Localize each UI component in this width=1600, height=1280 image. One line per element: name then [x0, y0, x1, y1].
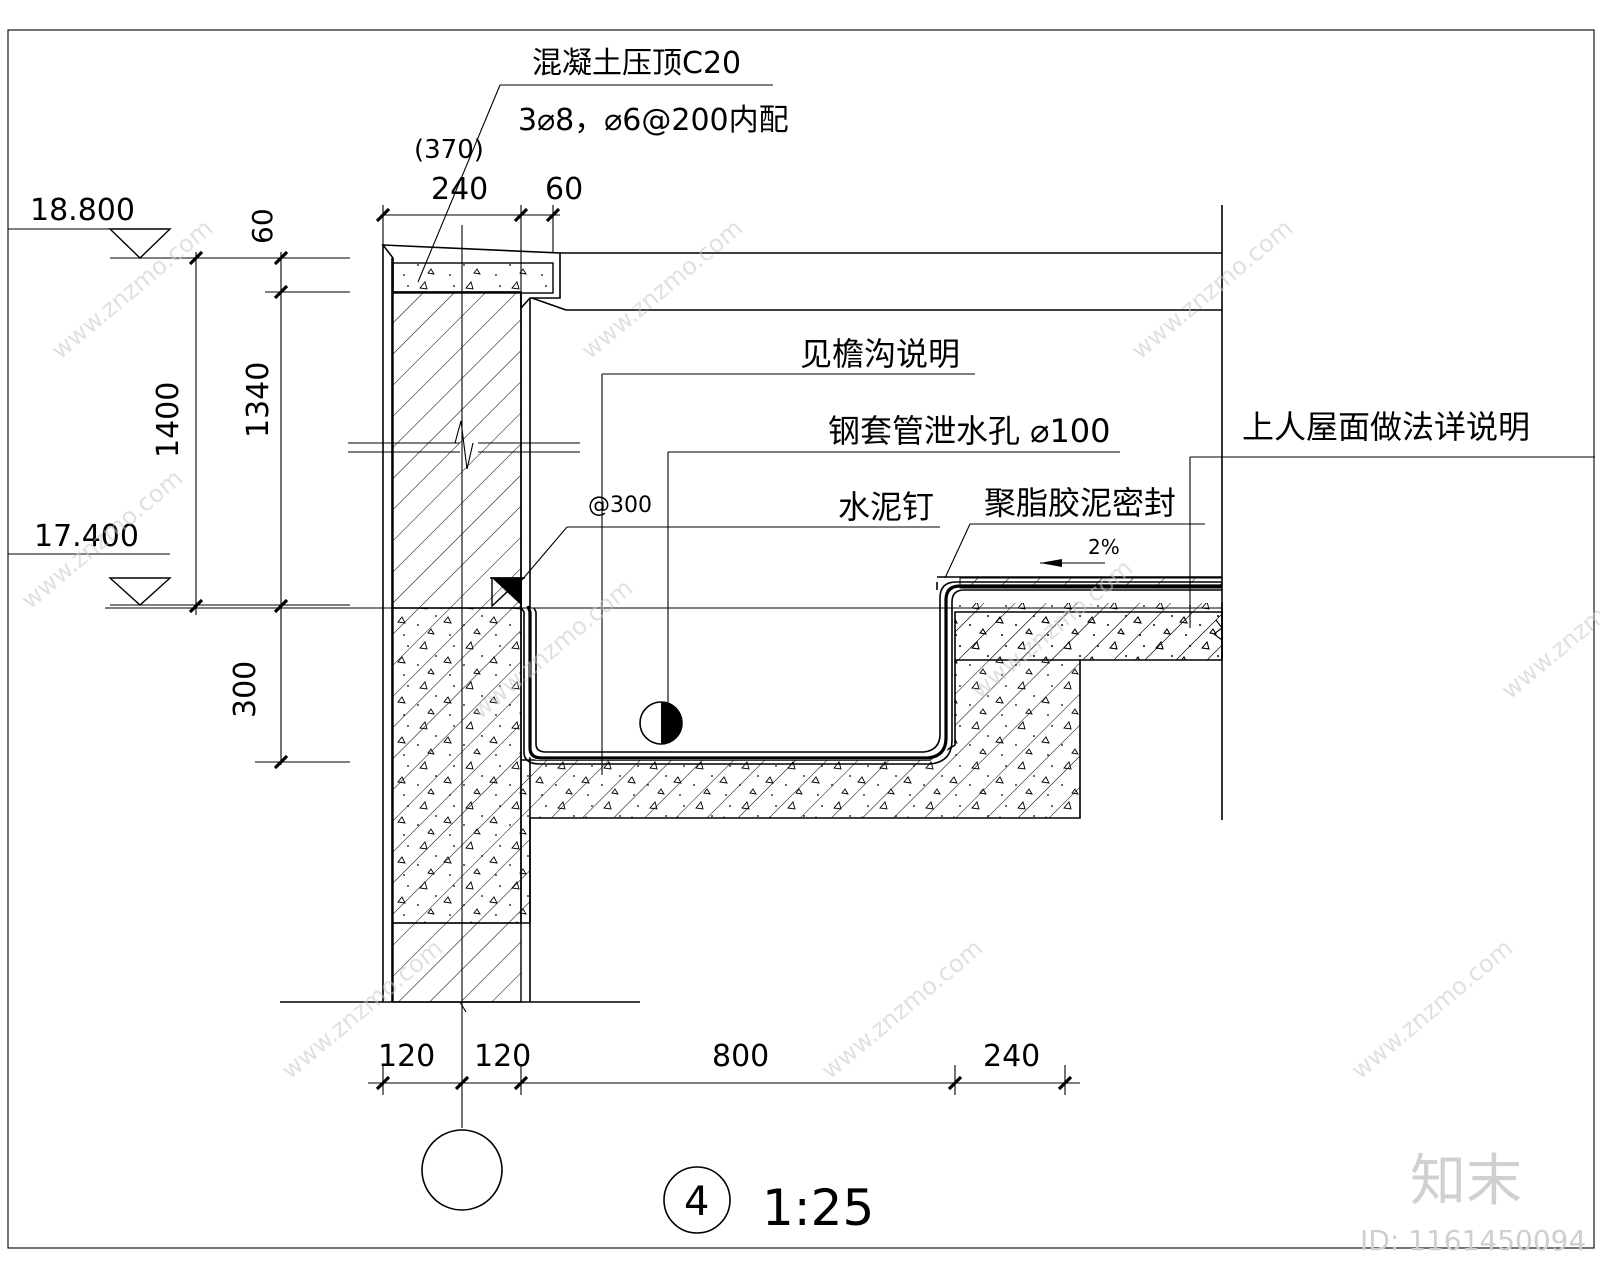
- elevation-marker-bottom: [108, 577, 172, 606]
- svg-text:www.znzmo.com: www.znzmo.com: [576, 214, 748, 365]
- watermark-id: ID: 1161450094: [1360, 1224, 1586, 1257]
- svg-text:www.znzmo.com: www.znzmo.com: [1346, 934, 1518, 1085]
- dim-bottom-120a: 120: [378, 1039, 435, 1074]
- dim-bottom-240: 240: [983, 1039, 1040, 1074]
- waterproof-membrane: [519, 589, 1222, 765]
- label-drain-hole: 钢套管泄水孔 ⌀100: [828, 412, 1111, 450]
- dim-left-60: 60: [246, 208, 279, 244]
- dim-bottom-120b: 120: [474, 1039, 531, 1074]
- dim-left-1340: 1340: [241, 362, 276, 438]
- label-wall-alt: (370): [414, 135, 484, 165]
- drawing-frame: [7, 29, 1595, 1249]
- detail-number-circle: [663, 1166, 731, 1234]
- dim-left-1400: 1400: [151, 382, 186, 458]
- label-sealant: 聚脂胶泥密封: [984, 484, 1176, 522]
- brick-wall-upper: [392, 291, 522, 609]
- label-cement-nail: 水泥钉: [838, 488, 934, 526]
- drain-hole-icon: [639, 701, 683, 745]
- label-slope: 2%: [1088, 535, 1120, 559]
- svg-text:www.znzmo.com: www.znzmo.com: [1126, 214, 1298, 365]
- svg-text:www.znzmo.com: www.znzmo.com: [1496, 554, 1600, 705]
- label-gutter-note: 见檐沟说明: [800, 335, 960, 373]
- label-rebar: 3⌀8，⌀6@200内配: [518, 103, 789, 138]
- dim-top-60: 60: [545, 172, 583, 207]
- elevation-top: 18.800: [30, 193, 135, 228]
- detail-number: 4: [684, 1179, 709, 1225]
- roof-finish-layer: [959, 577, 1223, 589]
- watermark-logo: 知末: [1410, 1149, 1522, 1214]
- dim-left-300: 300: [228, 661, 263, 718]
- label-nail-spacing: @300: [588, 493, 652, 518]
- svg-text:www.znzmo.com: www.znzmo.com: [46, 214, 218, 365]
- elevation-marker-top: [108, 228, 172, 259]
- label-roof-note: 上人屋面做法详说明: [1242, 408, 1530, 446]
- elevation-bottom: 17.400: [34, 519, 139, 554]
- dim-top-240: 240: [431, 172, 488, 207]
- detail-scale: 1:25: [762, 1179, 874, 1237]
- dim-bottom-800: 800: [712, 1039, 769, 1074]
- svg-text:www.znzmo.com: www.znzmo.com: [816, 934, 988, 1085]
- axis-bubble: [421, 1129, 503, 1211]
- label-concrete-coping: 混凝土压顶C20: [532, 46, 741, 81]
